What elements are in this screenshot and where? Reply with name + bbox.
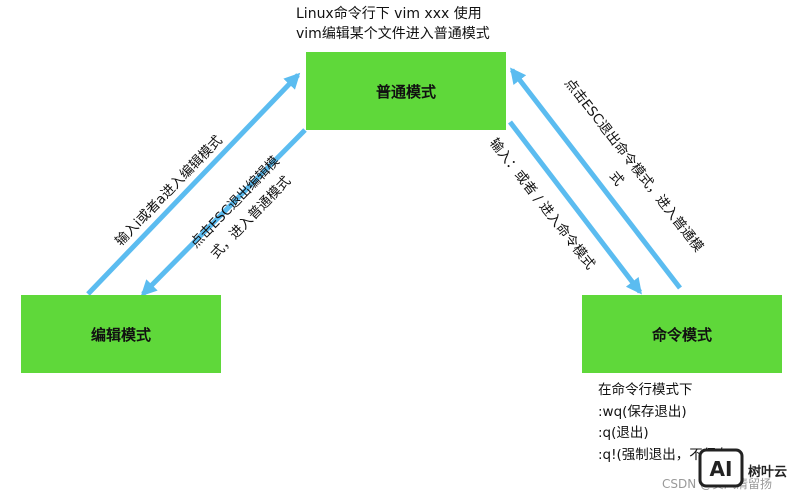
top-note-line-1: Linux命令行下 vim xxx 使用	[296, 6, 482, 22]
svg-text:AI: AI	[710, 457, 733, 481]
arrow-command-to-normal	[510, 67, 682, 290]
normal-mode-box: 普通模式	[306, 52, 506, 130]
command-mode-note: 在命令行模式下 :wq(保存退出) :q(退出) :q!(强制退出，不保存)	[598, 380, 735, 466]
arrow-edit-to-normal	[86, 72, 301, 296]
brand-name: 树叶云	[748, 465, 788, 480]
command-mode-label: 命令模式	[651, 325, 712, 344]
normal-mode-label: 普通模式	[375, 82, 436, 101]
command-note-line-1: 在命令行模式下	[598, 382, 693, 398]
ai-logo-icon: AI	[698, 448, 744, 488]
command-note-line-3: :q(退出)	[598, 425, 649, 441]
edit-mode-label: 编辑模式	[90, 325, 151, 344]
top-note: Linux命令行下 vim xxx 使用 vim编辑某个文件进入普通模式	[296, 4, 490, 44]
arrow-normal-to-command	[508, 120, 642, 295]
command-mode-box: 命令模式	[582, 295, 782, 373]
edit-mode-box: 编辑模式	[21, 295, 221, 373]
command-note-line-2: :wq(保存退出)	[598, 403, 687, 420]
top-note-line-2: vim编辑某个文件进入普通模式	[296, 26, 490, 42]
arrow-normal-to-edit	[140, 128, 307, 297]
